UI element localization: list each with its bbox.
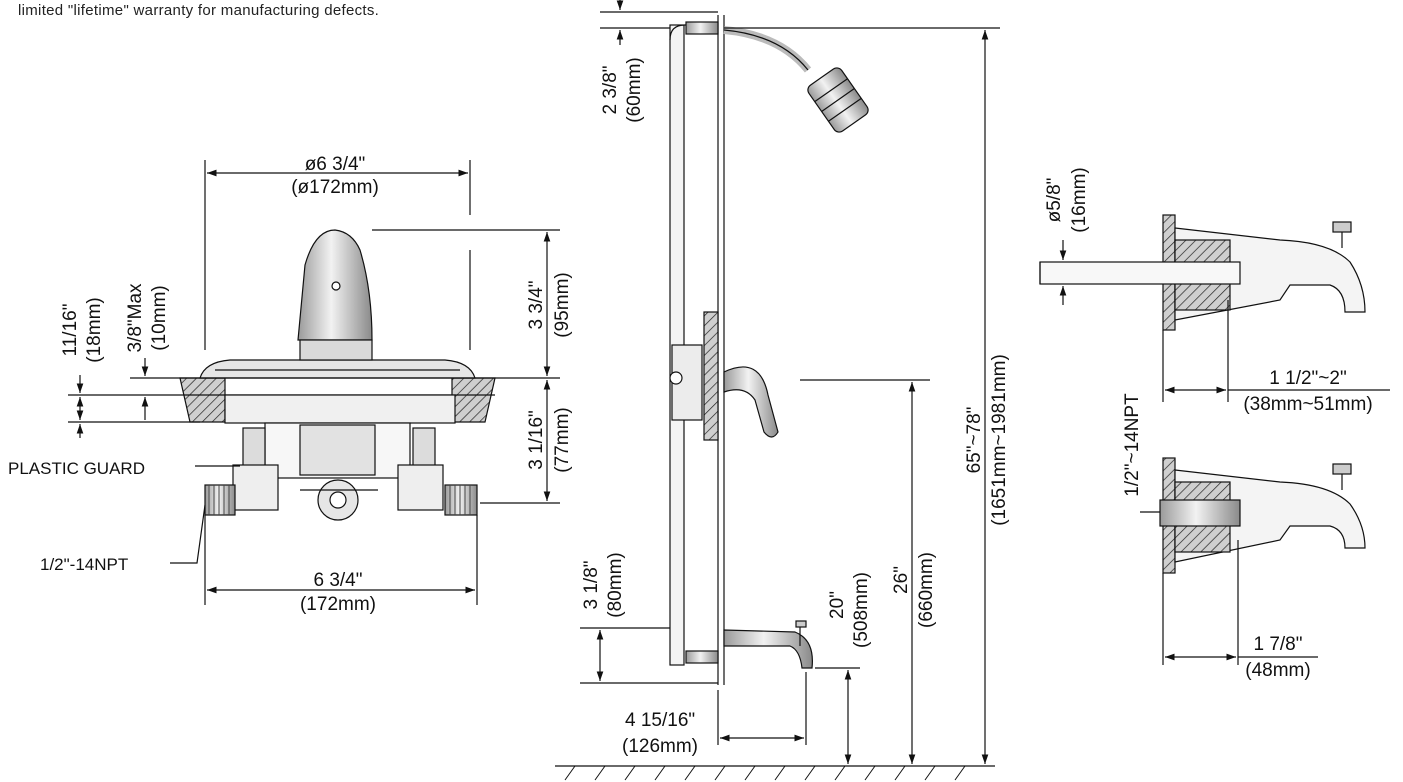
valve-height-mm: (660mm) [916,552,937,628]
body-depth-mm: (77mm) [552,407,573,472]
plastic-guard-label: PLASTIC GUARD [8,459,145,478]
wall-min-mm: (18mm) [84,297,105,362]
thread-len-in: 1 7/8" [1253,634,1302,655]
valve-npt-label: 1/2"-14NPT [40,555,128,574]
spout-reach-mm: (126mm) [622,736,698,757]
wall-max-in: 3/8"Max [125,283,146,353]
spout-detail-slip [1039,214,1366,402]
top-offset-in: 2 3/8" [600,65,621,114]
spout-offset-mm: (80mm) [605,552,626,617]
slip-range-mm: (38mm~51mm) [1243,394,1372,415]
body-depth-in: 3 1/16" [526,410,547,470]
valve-section [68,160,560,605]
pipe-diameter-mm: (16mm) [1069,167,1090,232]
trim-diameter-in: ø6 3/4" [305,154,366,175]
spout-reach-in: 4 15/16" [625,710,695,731]
spout-npt-label: 1/2"~14NPT [1122,393,1143,497]
overall-height-in: 65"~78" [964,407,985,474]
pipe-diameter-in: ø5/8" [1044,178,1065,223]
valve-height-in: 26" [891,566,912,594]
warranty-note: limited "lifetime" warranty for manufact… [18,2,380,19]
spout-height-mm: (508mm) [851,572,872,648]
spout-detail-threaded [1140,457,1366,665]
slip-range-in: 1 1/2"~2" [1269,368,1346,389]
elevation-view [555,11,1000,781]
spout-offset-in: 3 1/8" [581,560,602,609]
top-offset-mm: (60mm) [624,57,645,122]
inlet-width-mm: (172mm) [300,594,376,615]
handle-height-in: 3 3/4" [526,280,547,329]
wall-min-in: 11/16" [60,304,81,357]
trim-diameter-mm: (ø172mm) [291,177,379,198]
spout-height-in: 20" [827,591,848,619]
handle-height-mm: (95mm) [552,272,573,337]
overall-height-mm: (1651mm~1981mm) [989,354,1010,526]
inlet-width-in: 6 3/4" [313,570,362,591]
wall-max-mm: (10mm) [149,285,170,350]
thread-len-mm: (48mm) [1245,660,1310,681]
